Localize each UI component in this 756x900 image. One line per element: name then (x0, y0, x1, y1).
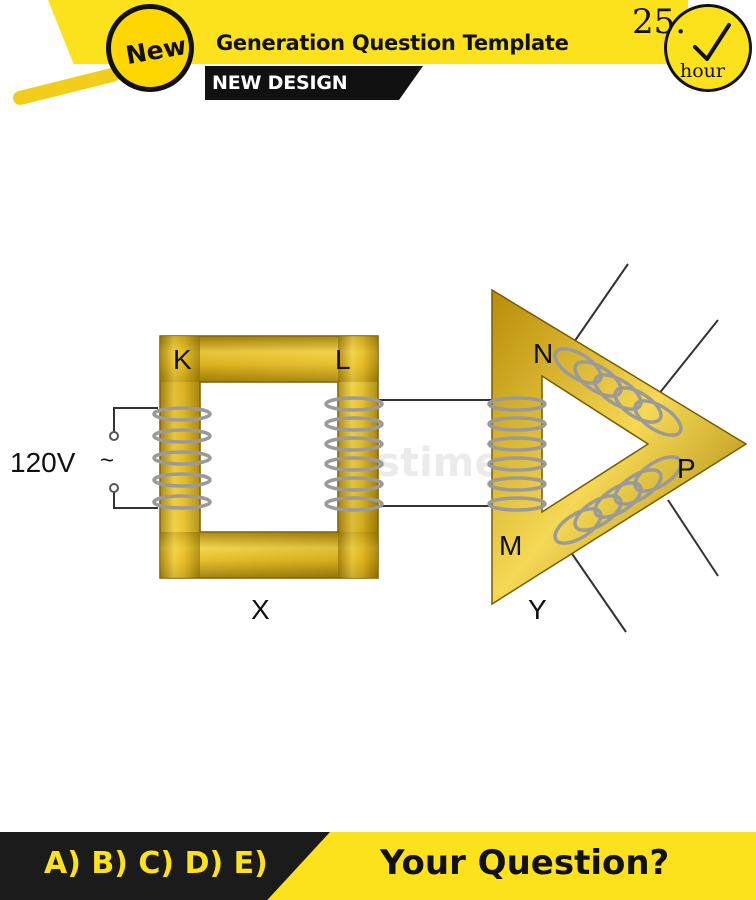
timer-unit: hour (680, 60, 725, 82)
header-title: Generation Question Template (216, 31, 569, 55)
coil-y-primary (487, 396, 547, 512)
footer-options-banner (0, 832, 330, 900)
source-wires (109, 407, 158, 509)
core-y (491, 288, 748, 606)
header-subtitle: NEW DESIGN (212, 72, 348, 94)
connecting-wires (378, 399, 492, 507)
timer-value: 25. (632, 2, 687, 42)
question-text: Your Question? (380, 843, 670, 883)
core-y-label: Y (528, 594, 547, 625)
checkmark-icon (693, 23, 731, 61)
corner-label-n: N (533, 338, 554, 369)
corner-label-p: P (677, 453, 696, 484)
corner-label-k: K (173, 344, 192, 375)
footer-question-banner (265, 832, 756, 900)
coil-y-lower (553, 455, 683, 545)
coil-y-upper (553, 347, 683, 437)
corner-label-l: L (335, 344, 351, 375)
corner-label-m: M (499, 530, 523, 561)
output-leads (567, 263, 719, 633)
coil-x-secondary (324, 396, 384, 512)
source-voltage-label: 120V (10, 447, 76, 478)
ac-source-symbol: ~ (100, 447, 115, 474)
clock-icon (664, 4, 752, 92)
answer-options: A) B) C) D) E) (44, 846, 268, 881)
coil-x-primary (152, 406, 212, 510)
core-x-label: X (251, 594, 270, 625)
magnifier-icon (106, 4, 194, 92)
header-subtitle-bar (205, 66, 423, 100)
